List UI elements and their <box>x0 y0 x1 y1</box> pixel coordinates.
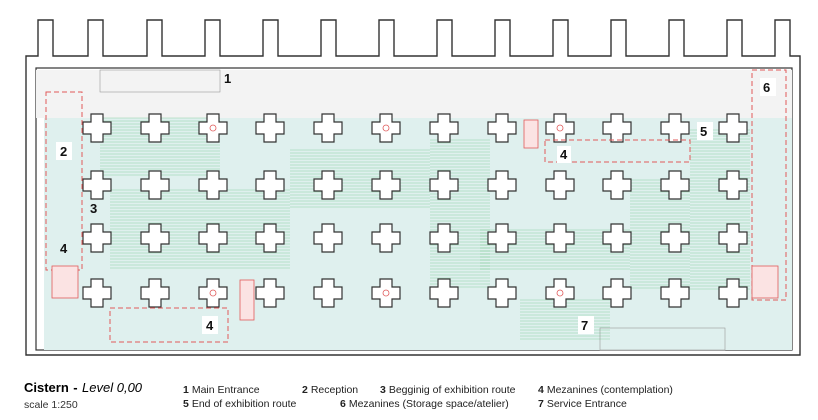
column <box>718 223 748 253</box>
column <box>602 278 632 308</box>
svg-text:6: 6 <box>763 80 770 95</box>
column <box>429 278 459 308</box>
column <box>371 278 401 308</box>
column <box>255 170 285 200</box>
column <box>718 278 748 308</box>
column <box>545 170 575 200</box>
title-name: Cistern <box>24 380 69 395</box>
column <box>140 223 170 253</box>
column <box>198 223 228 253</box>
entrance-hall <box>36 70 792 118</box>
wall-outline <box>25 19 801 356</box>
column <box>718 113 748 143</box>
column-marker <box>556 124 564 132</box>
column <box>140 170 170 200</box>
column-marker <box>382 289 390 297</box>
svg-text:1: 1 <box>224 71 231 86</box>
column <box>82 223 112 253</box>
svg-text:4: 4 <box>560 147 568 162</box>
svg-text:3: 3 <box>90 201 97 216</box>
column <box>660 278 690 308</box>
column <box>255 223 285 253</box>
svg-text:7: 7 <box>581 318 588 333</box>
column <box>140 278 170 308</box>
column <box>82 170 112 200</box>
column <box>371 223 401 253</box>
column <box>82 278 112 308</box>
column <box>487 170 517 200</box>
column <box>660 170 690 200</box>
column <box>371 170 401 200</box>
column <box>487 223 517 253</box>
column <box>313 113 343 143</box>
mezzanine-contemplation-2 <box>109 307 229 343</box>
main-entrance-stairs <box>99 69 221 93</box>
column <box>602 113 632 143</box>
floor-plan: 1 2 3 4 4 4 5 6 7 <box>25 19 801 356</box>
column <box>313 223 343 253</box>
mezzanine-contemplation-1 <box>544 139 691 163</box>
column <box>660 113 690 143</box>
column <box>198 113 228 143</box>
svg-text:4: 4 <box>206 318 214 333</box>
column <box>545 278 575 308</box>
column <box>429 113 459 143</box>
column-marker <box>382 124 390 132</box>
column <box>198 170 228 200</box>
column <box>313 278 343 308</box>
column <box>255 278 285 308</box>
column-marker <box>209 124 217 132</box>
column <box>602 170 632 200</box>
svg-text:5: 5 <box>700 124 707 139</box>
plan-number-labels: 1 2 3 4 4 4 5 6 7 <box>56 71 776 334</box>
column <box>429 170 459 200</box>
column <box>371 113 401 143</box>
column <box>82 113 112 143</box>
plan-title: Cistern - Level 0,00 scale 1:250 <box>24 380 143 411</box>
mezzanine-stairs <box>51 119 779 321</box>
column <box>487 113 517 143</box>
mezzanine-storage <box>751 69 787 301</box>
svg-text:2: 2 <box>60 144 67 159</box>
column <box>545 223 575 253</box>
scale-label: scale 1:250 <box>24 399 78 411</box>
column <box>255 113 285 143</box>
column <box>487 278 517 308</box>
column <box>718 170 748 200</box>
column-marker <box>556 289 564 297</box>
column <box>660 223 690 253</box>
columns <box>82 113 748 308</box>
column <box>545 113 575 143</box>
column-marker <box>209 289 217 297</box>
column <box>140 113 170 143</box>
column <box>198 278 228 308</box>
column <box>602 223 632 253</box>
column <box>313 170 343 200</box>
svg-text:4: 4 <box>60 241 68 256</box>
title-level: Level 0,00 <box>82 380 143 395</box>
column <box>429 223 459 253</box>
